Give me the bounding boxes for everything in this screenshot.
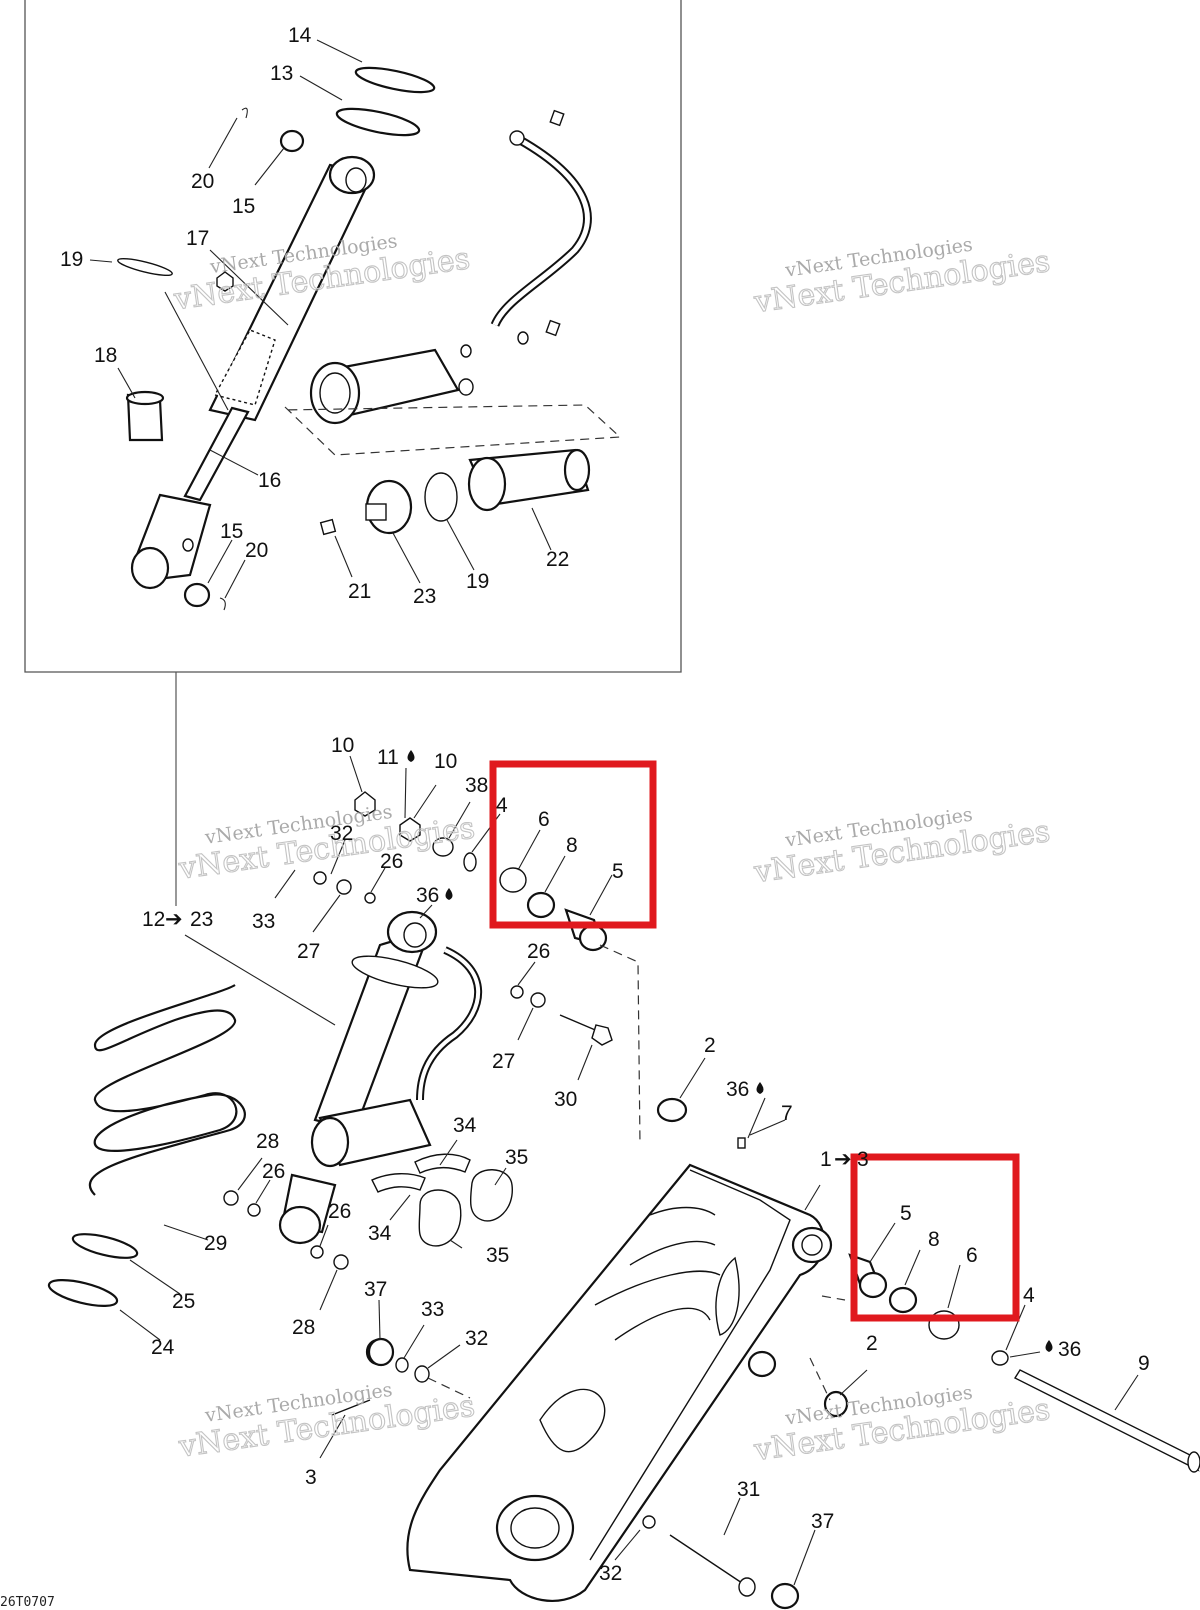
callout-33: 33 [421, 1298, 444, 1321]
oil-drop-icon [407, 750, 415, 762]
callout-36: 36 [726, 1078, 749, 1101]
callout-4: 4 [496, 794, 508, 817]
callout-9: 9 [1138, 1352, 1150, 1375]
callout-36: 36 [1058, 1338, 1081, 1361]
callout-20: 20 [191, 170, 214, 193]
callout-34: 34 [368, 1222, 392, 1245]
watermark: vNext Technologies vNext Technologies vN… [171, 230, 1053, 1469]
callout-8: 8 [928, 1228, 940, 1251]
oil-drop-icon [756, 1082, 764, 1094]
callout-37: 37 [811, 1510, 834, 1533]
oil-drop-icon [445, 888, 453, 900]
swing-arm-assembly [47, 791, 1200, 1610]
callout-29: 29 [204, 1232, 227, 1255]
callout-1: 1 [820, 1148, 832, 1171]
callout-11: 11 [377, 746, 399, 769]
callout-10: 10 [434, 750, 457, 773]
callout-5: 5 [900, 1202, 912, 1225]
callout-leaders [89, 39, 1139, 1586]
callout-36-drop-mid: 36 [726, 1078, 764, 1101]
callout-20: 20 [245, 539, 268, 562]
callout-26: 26 [380, 850, 403, 873]
callout-23: 23 [190, 908, 213, 931]
callout-37: 37 [364, 1278, 387, 1301]
callout-28: 28 [256, 1130, 279, 1153]
callout-36-drop-upper: 36 [416, 884, 453, 907]
arrow-right-icon: ➔ [165, 908, 183, 931]
callout-11-drop: 11 [377, 746, 415, 769]
callout-22: 22 [546, 548, 569, 571]
callout-19: 19 [466, 570, 489, 593]
callout-30: 30 [554, 1088, 577, 1111]
callout-36: 36 [416, 884, 439, 907]
callout-26: 26 [262, 1160, 285, 1183]
callout-27: 27 [297, 940, 320, 963]
oil-drop-icon [1045, 1340, 1053, 1352]
callout-2: 2 [704, 1034, 716, 1057]
callout-35: 35 [486, 1244, 509, 1267]
callout-36-drop-right: 36 [1045, 1338, 1081, 1361]
callout-6: 6 [538, 808, 550, 831]
callout-3: 3 [305, 1466, 317, 1489]
callout-16: 16 [258, 469, 281, 492]
callout-4: 4 [1023, 1284, 1035, 1307]
callout-25: 25 [172, 1290, 195, 1313]
callout-7: 7 [781, 1102, 793, 1125]
callout-32: 32 [465, 1327, 488, 1350]
callout-labels: 14 13 20 15 17 19 18 16 15 20 21 23 19 2… [60, 24, 1150, 1585]
callout-15: 15 [232, 195, 255, 218]
callout-35: 35 [505, 1146, 528, 1169]
highlight-box-upper [489, 760, 657, 929]
highlight-box-lower [850, 1153, 1020, 1322]
callout-34: 34 [453, 1114, 477, 1137]
callout-32: 32 [599, 1562, 622, 1585]
callout-33: 33 [252, 910, 275, 933]
diagram-reference-code: 26T0707 [0, 1595, 55, 1610]
range-callout-1-3: 1 ➔ 3 [820, 1148, 869, 1171]
callout-32: 32 [330, 822, 353, 845]
callout-18: 18 [94, 344, 117, 367]
callout-31: 31 [737, 1478, 760, 1501]
callout-26: 26 [527, 940, 550, 963]
callout-5: 5 [612, 860, 624, 883]
callout-21: 21 [348, 580, 371, 603]
callout-10: 10 [331, 734, 354, 757]
callout-12: 12 [142, 908, 165, 931]
callout-26: 26 [328, 1200, 351, 1223]
callout-13: 13 [270, 62, 293, 85]
callout-8: 8 [566, 834, 578, 857]
callout-27: 27 [492, 1050, 515, 1073]
callout-6: 6 [966, 1244, 978, 1267]
callout-28: 28 [292, 1316, 315, 1339]
callout-38: 38 [465, 774, 488, 797]
callout-3: 3 [857, 1148, 869, 1171]
range-callout-12-23: 12 ➔ 23 [142, 908, 213, 931]
callout-24: 24 [151, 1336, 175, 1359]
callout-15: 15 [220, 520, 243, 543]
callout-23: 23 [413, 585, 436, 608]
shock-detail-inset [24, 0, 682, 906]
arrow-right-icon: ➔ [834, 1148, 852, 1171]
callout-17: 17 [186, 227, 209, 250]
shock-body-detail [117, 66, 622, 611]
callout-14: 14 [288, 24, 312, 47]
callout-19: 19 [60, 248, 83, 271]
callout-2: 2 [866, 1332, 878, 1355]
